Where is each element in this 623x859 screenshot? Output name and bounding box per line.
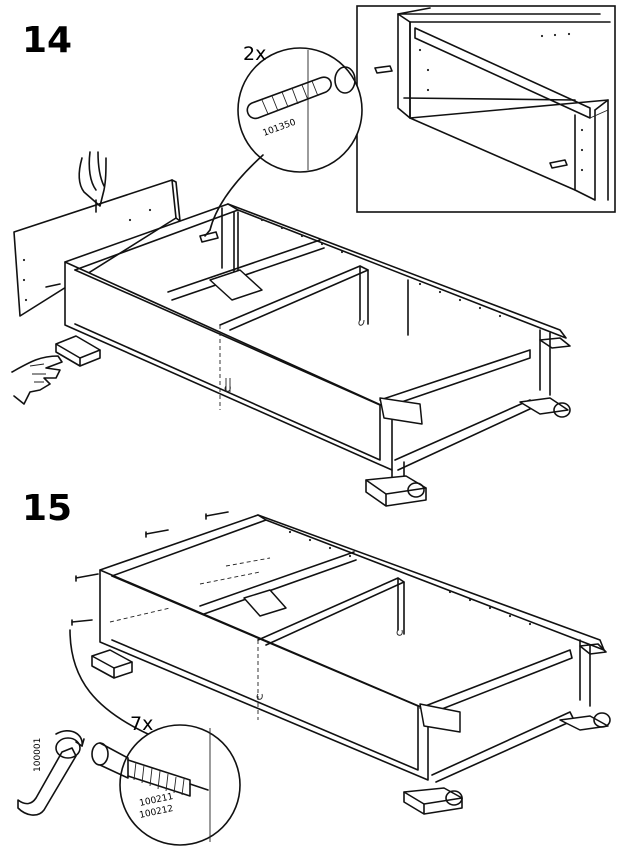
detail-inset-box xyxy=(356,5,616,213)
allen-key-icon: 100001 xyxy=(17,730,85,816)
callout-qty-14: 2x xyxy=(243,43,266,65)
callout-qty-15: 7x xyxy=(130,713,153,735)
hand-pushing-icon xyxy=(11,355,63,405)
frame-15 xyxy=(91,514,611,815)
back-panel xyxy=(13,179,181,317)
step-14: 14 xyxy=(11,5,616,507)
dowel-icon xyxy=(374,65,393,74)
screw-row xyxy=(71,511,229,626)
wooden-dowel-icon xyxy=(246,76,332,120)
cam-lock-screw-icon xyxy=(91,742,209,797)
frame-14 xyxy=(55,203,571,507)
step-number-15: 15 xyxy=(22,488,72,529)
screw-callout: 7x 100211 100212 xyxy=(69,629,241,846)
step-15: 15 xyxy=(17,488,611,846)
dowel-callout: 2x 101350 xyxy=(204,43,363,237)
hand-holding-icon xyxy=(78,151,107,213)
step-number-14: 14 xyxy=(22,20,72,61)
dowel-icon xyxy=(549,159,568,169)
tool-part-number: 100001 xyxy=(33,738,43,772)
